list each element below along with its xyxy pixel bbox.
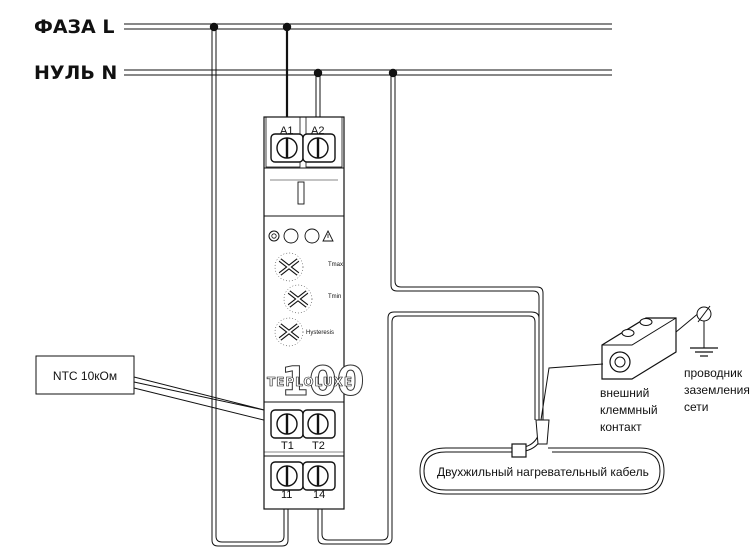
external-terminal-contact: внешний клеммный контакт — [540, 311, 701, 434]
power-icon — [268, 230, 280, 242]
t-max-label: Tmax — [328, 262, 343, 268]
terminal-a2-label: A2 — [311, 125, 324, 137]
external-contact-line2: клеммный — [600, 403, 658, 417]
led-indicator-1 — [283, 228, 299, 244]
ground-line2: заземления — [684, 383, 750, 397]
external-contact-line1: внешний — [600, 386, 649, 400]
model-number: 100 — [281, 359, 365, 405]
ground-icon: проводник заземления сети — [684, 305, 750, 414]
terminal-14-label: 14 — [313, 489, 325, 501]
phase-junction-1 — [209, 22, 219, 32]
dial-t-max[interactable]: Tmax — [274, 252, 343, 282]
ntc-label: NTC 10кОм — [53, 369, 117, 383]
dial-hysteresis[interactable]: Hysteresis — [274, 317, 334, 347]
terminal-t2: T2 — [302, 409, 336, 452]
phase-label: ФАЗА L — [34, 16, 114, 38]
warning-icon — [322, 229, 334, 242]
terminal-a2: A2 — [302, 125, 336, 163]
heating-cable: Двухжильный нагревательный кабель — [419, 419, 665, 495]
wire-phase-to-11 — [211, 27, 289, 547]
fuse-symbol — [297, 181, 305, 205]
cable-end-sleeve — [535, 419, 550, 445]
ntc-sensor: NTC 10кОм — [35, 355, 135, 395]
t-min-label: Tmin — [328, 294, 341, 300]
neutral-junction-2 — [388, 68, 398, 78]
terminal-t1-label: T1 — [281, 440, 294, 452]
cable-label: Двухжильный нагревательный кабель — [437, 465, 649, 479]
thermostat-device: A1 A2 Tmax Tmi — [263, 116, 365, 510]
dial-t-min[interactable]: Tmin — [283, 284, 341, 314]
hysteresis-label: Hysteresis — [306, 330, 334, 336]
terminal-t1: T1 — [270, 409, 304, 452]
neutral-bus: НУЛЬ N — [34, 62, 612, 84]
external-contact-line3: контакт — [600, 420, 642, 434]
led-indicator-2 — [304, 228, 320, 244]
wire-14-to-cable — [317, 311, 540, 545]
terminal-a1-label: A1 — [280, 125, 293, 137]
wire-neutral-to-cable — [390, 73, 544, 420]
ground-line3: сети — [684, 400, 708, 414]
neutral-label: НУЛЬ N — [34, 62, 117, 84]
phase-bus: ФАЗА L — [34, 16, 612, 38]
brand-label: TEPLOLUXE — [267, 375, 353, 389]
terminal-t2-label: T2 — [312, 440, 325, 452]
terminal-14: 14 — [302, 461, 336, 501]
terminal-11-label: 11 — [281, 489, 292, 501]
neutral-junction-1 — [313, 68, 323, 78]
cable-coupling — [511, 443, 527, 458]
ground-line1: проводник — [684, 366, 743, 380]
